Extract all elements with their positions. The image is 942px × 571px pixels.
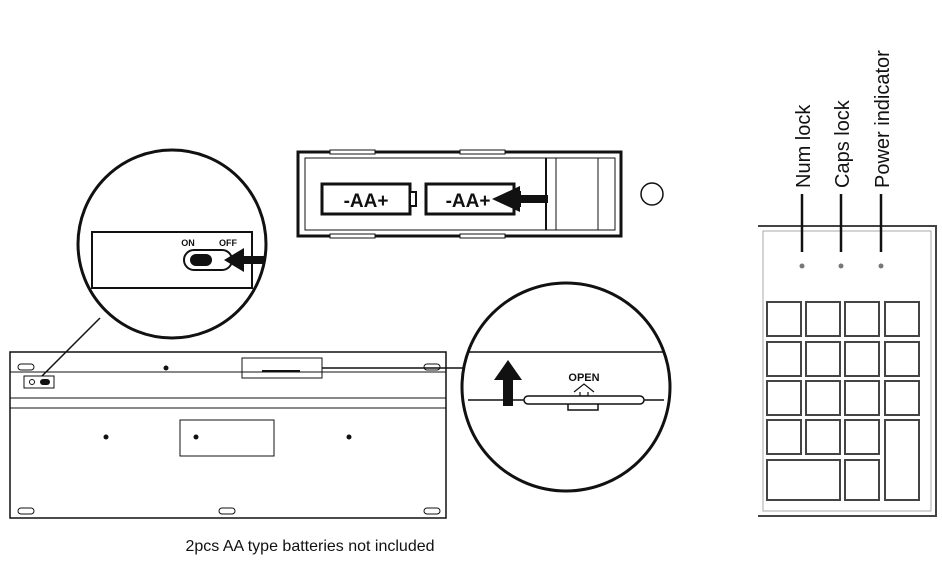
caps-lock-label: Caps lock	[832, 99, 854, 188]
keypad-key	[805, 301, 841, 337]
insert-arrow-icon	[492, 186, 548, 212]
keypad-key	[844, 301, 880, 337]
switch-off-label: OFF	[219, 238, 237, 248]
push-up-arrow-icon	[494, 360, 522, 406]
power-indicator-label: Power indicator	[872, 50, 894, 188]
caps-lock-led	[838, 263, 844, 269]
keypad-key	[884, 341, 920, 377]
num-lock-label: Num lock	[793, 104, 815, 188]
switch-arrow-icon	[224, 248, 264, 272]
keypad-key-tall	[884, 419, 920, 501]
keypad-key	[805, 341, 841, 377]
keypad-key	[766, 380, 802, 416]
battery-2-label: -AA+	[446, 191, 491, 212]
keypad-key	[766, 301, 802, 337]
open-label: OPEN	[568, 372, 599, 384]
keypad-key	[844, 380, 880, 416]
power-led	[878, 263, 884, 269]
keypad-key	[766, 341, 802, 377]
power-switch-knob	[190, 254, 212, 266]
num-lock-led	[799, 263, 805, 269]
keypad-key-wide	[766, 459, 841, 501]
power-switch-callout: ON OFF	[41, 148, 268, 377]
keypad-key	[884, 380, 920, 416]
keypad-key	[844, 419, 880, 455]
switch-on-label: ON	[181, 238, 195, 248]
keypad-key	[884, 301, 920, 337]
keypad-key	[805, 380, 841, 416]
battery-1: -AA+	[320, 182, 417, 216]
keyboard-bottom-view	[9, 351, 447, 519]
keypad-key	[766, 419, 802, 455]
battery-cover-callout: OPEN	[322, 281, 672, 493]
caption: 2pcs AA type batteries not included	[185, 538, 435, 555]
small-circle	[640, 182, 664, 206]
keypad-key	[844, 341, 880, 377]
keypad-key	[844, 459, 880, 501]
battery-compartment: -AA+ -AA+	[296, 149, 623, 239]
battery-1-label: -AA+	[344, 191, 389, 212]
keypad-key	[805, 419, 841, 455]
numeric-keypad: Num lock Caps lock Power indicator	[758, 50, 937, 517]
